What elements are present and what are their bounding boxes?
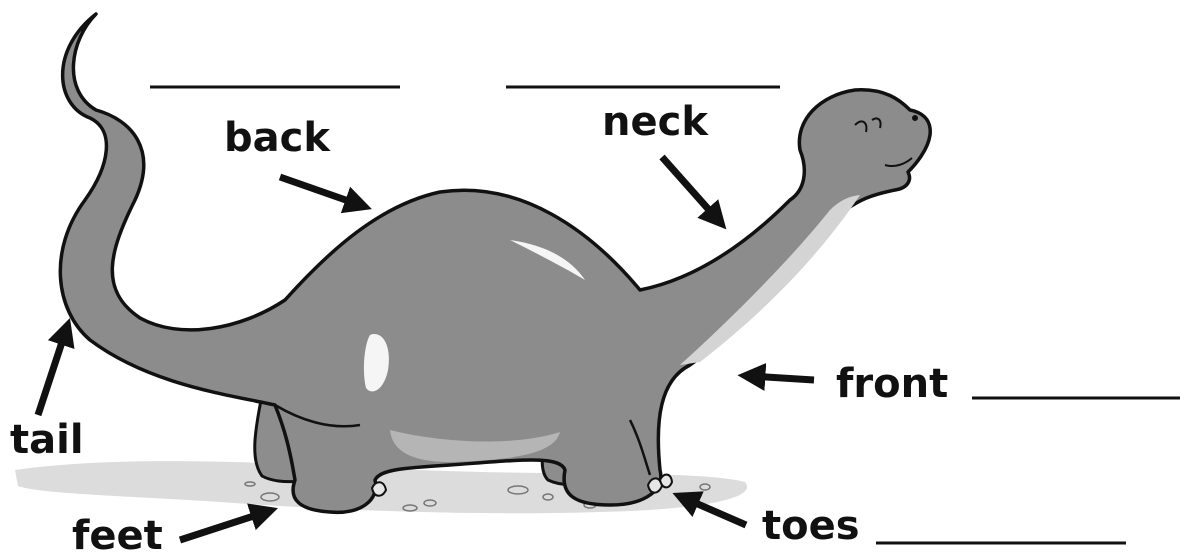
label-front: front bbox=[836, 364, 948, 404]
arrow-neck bbox=[662, 157, 718, 220]
arrow-back bbox=[280, 177, 360, 205]
label-toes: toes bbox=[762, 506, 860, 546]
arrow-front bbox=[750, 376, 814, 380]
label-neck: neck bbox=[602, 102, 708, 142]
arrow-tail bbox=[38, 330, 66, 415]
label-tail: tail bbox=[10, 420, 84, 460]
label-feet: feet bbox=[72, 516, 163, 556]
label-back: back bbox=[224, 118, 330, 158]
arrow-feet bbox=[180, 512, 266, 540]
